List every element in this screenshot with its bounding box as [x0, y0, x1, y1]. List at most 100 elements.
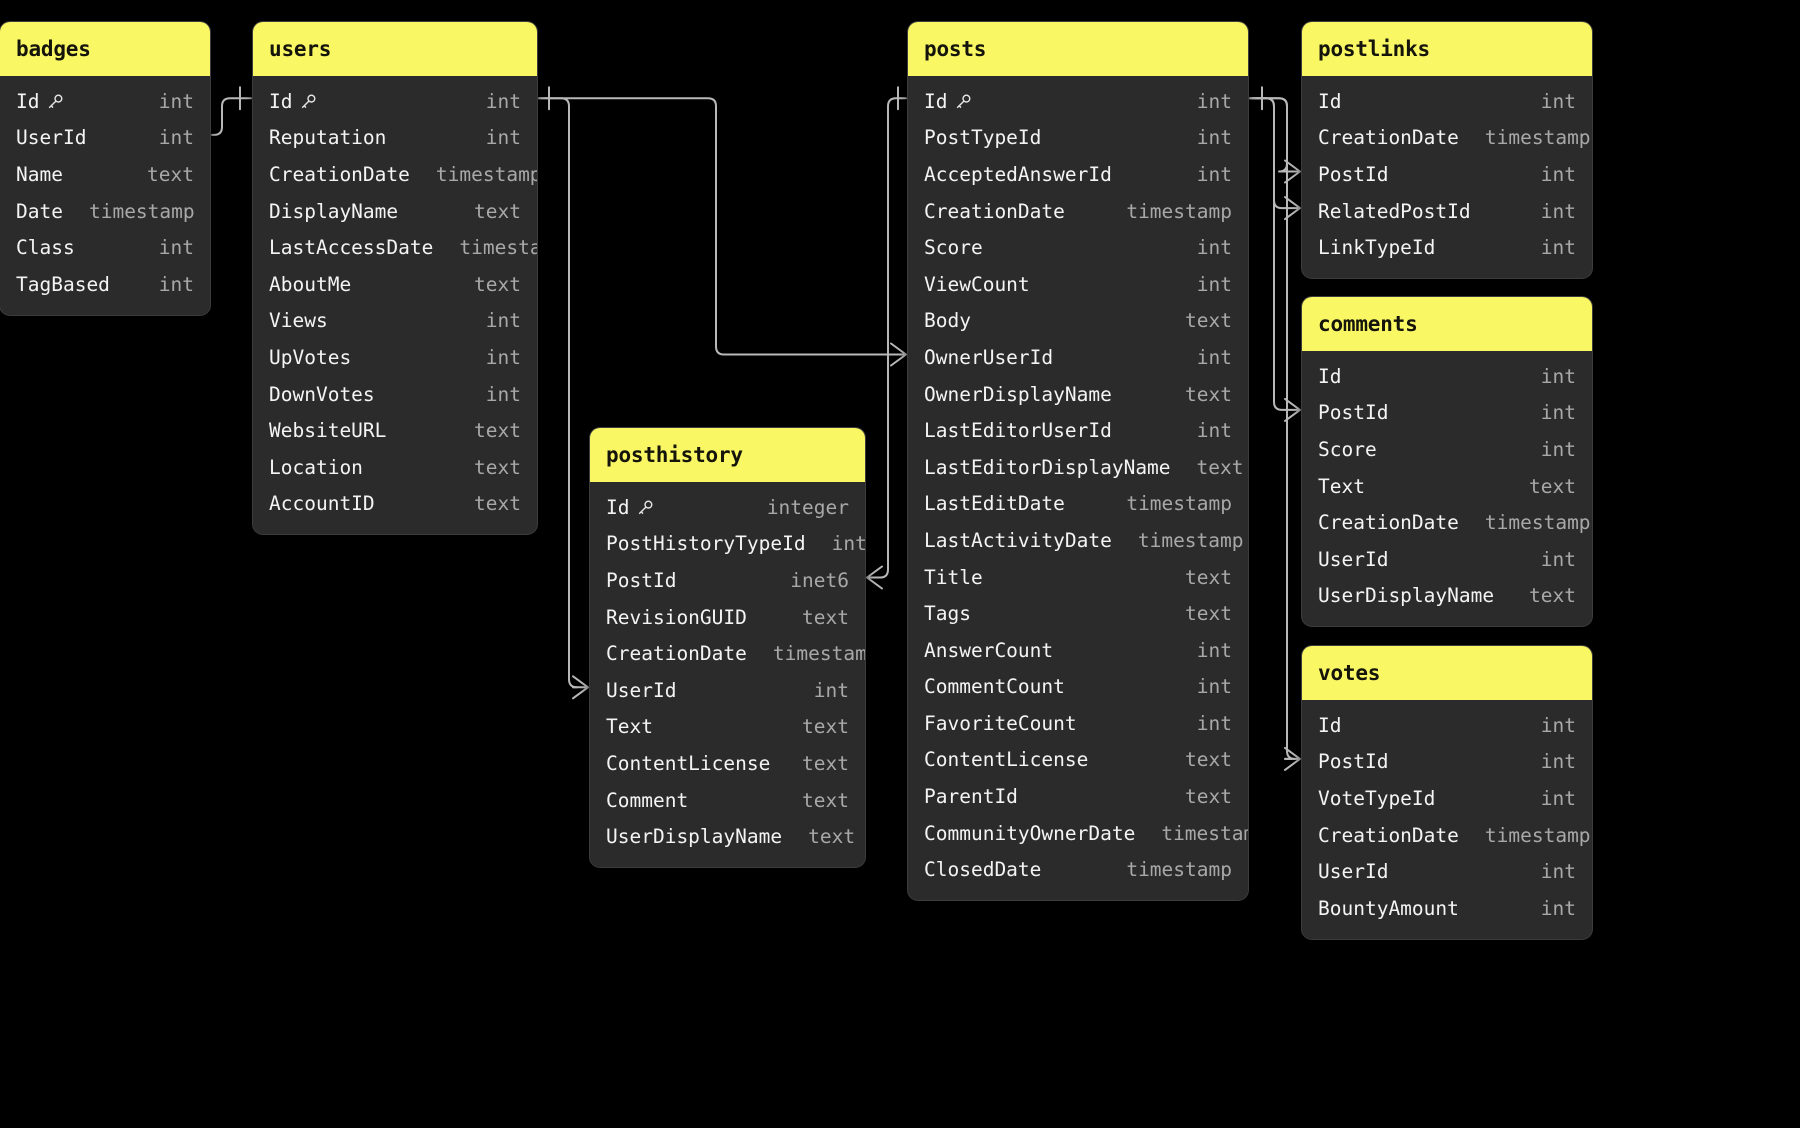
field-name: UserId — [16, 126, 87, 150]
field-row[interactable]: CommunityOwnerDatetimestamp — [908, 815, 1248, 852]
field-type: timestamp — [1161, 821, 1248, 845]
field-name: ContentLicense — [924, 748, 1089, 772]
field-type: int — [1540, 364, 1576, 388]
field-name-wrap: ClosedDate — [924, 858, 1041, 881]
field-type: inet6 — [790, 568, 849, 592]
field-name: PostHistoryTypeId — [606, 532, 806, 556]
field-row[interactable]: LastAccessDatetimestamp — [253, 229, 537, 266]
field-type: int — [158, 272, 194, 296]
crow-posthistory-postid — [866, 565, 883, 590]
field-name: LastEditorDisplayName — [924, 455, 1171, 479]
field-name: Body — [924, 309, 971, 333]
field-type: int — [1196, 126, 1232, 150]
field-type: timestamp — [772, 642, 865, 666]
field-type: int — [1540, 437, 1576, 461]
field-name-wrap: UserDisplayName — [606, 825, 782, 848]
field-row[interactable]: Id int — [1302, 358, 1592, 395]
field-name: UserId — [1318, 547, 1389, 571]
field-name-wrap: Id — [1318, 365, 1341, 388]
field-type: text — [1185, 382, 1232, 406]
field-type: int — [485, 309, 521, 333]
table-title-users: users — [253, 22, 537, 76]
field-name: AccountID — [269, 492, 375, 516]
field-name: Tags — [924, 602, 971, 626]
field-type: int — [158, 236, 194, 260]
